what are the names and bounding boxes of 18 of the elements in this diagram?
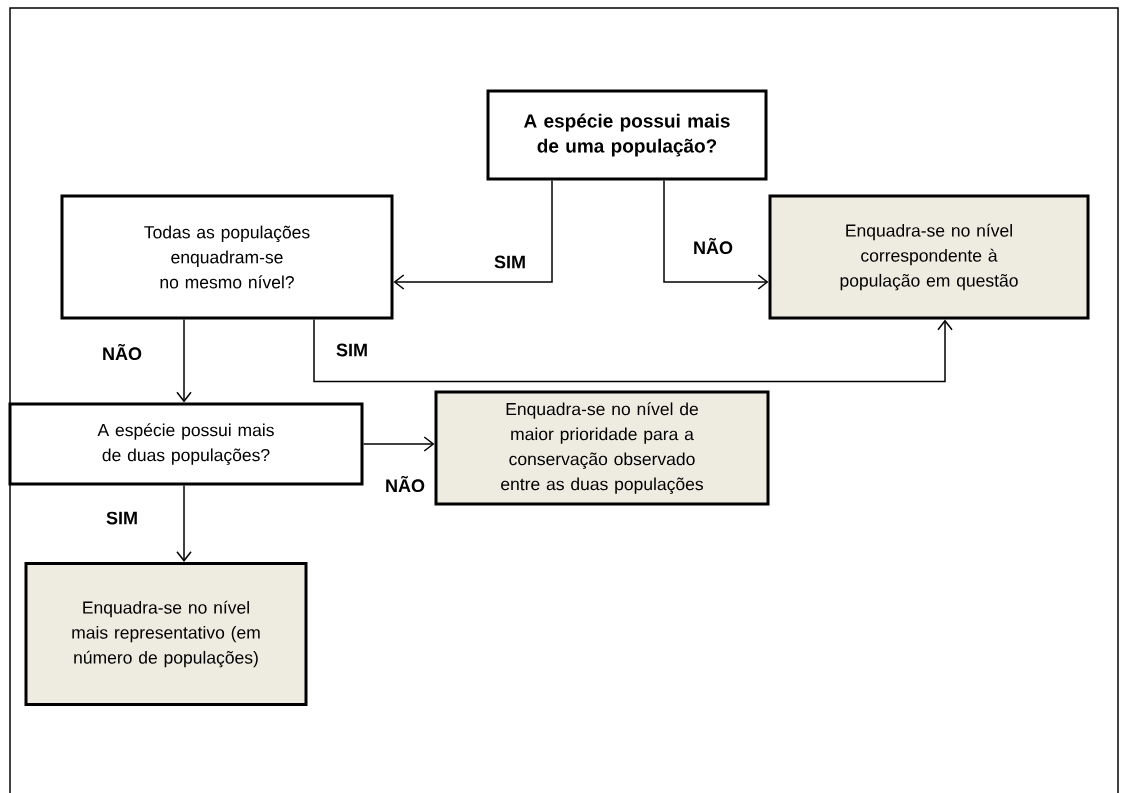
arrow <box>393 179 553 290</box>
result-box: Enquadra-se no nível de maior prioridade para a conservação observado entre as duas populações <box>434 390 770 506</box>
question-box: Todas as populações enquadram-se no mesmo nível? <box>60 194 394 320</box>
arrow <box>176 318 192 403</box>
arrow <box>313 318 953 383</box>
question-box: A espécie possui mais de uma população? <box>486 89 768 181</box>
arrow <box>362 436 435 452</box>
edge-label: NÃO <box>692 236 734 256</box>
arrow <box>176 484 192 562</box>
edge-label: NÃO <box>101 342 143 362</box>
result-box: Enquadra-se no nível mais representativo (em número de populações) <box>24 562 308 706</box>
result-box: Enquadra-se no nível correspondente à população em questão <box>768 194 1090 320</box>
edge-label: SIM <box>105 510 139 526</box>
arrow <box>663 179 769 290</box>
edge-label: NÃO <box>384 474 426 494</box>
edge-label: SIM <box>493 254 527 270</box>
edge-label: SIM <box>335 342 369 358</box>
question-box: A espécie possui mais de duas populações? <box>8 402 364 486</box>
